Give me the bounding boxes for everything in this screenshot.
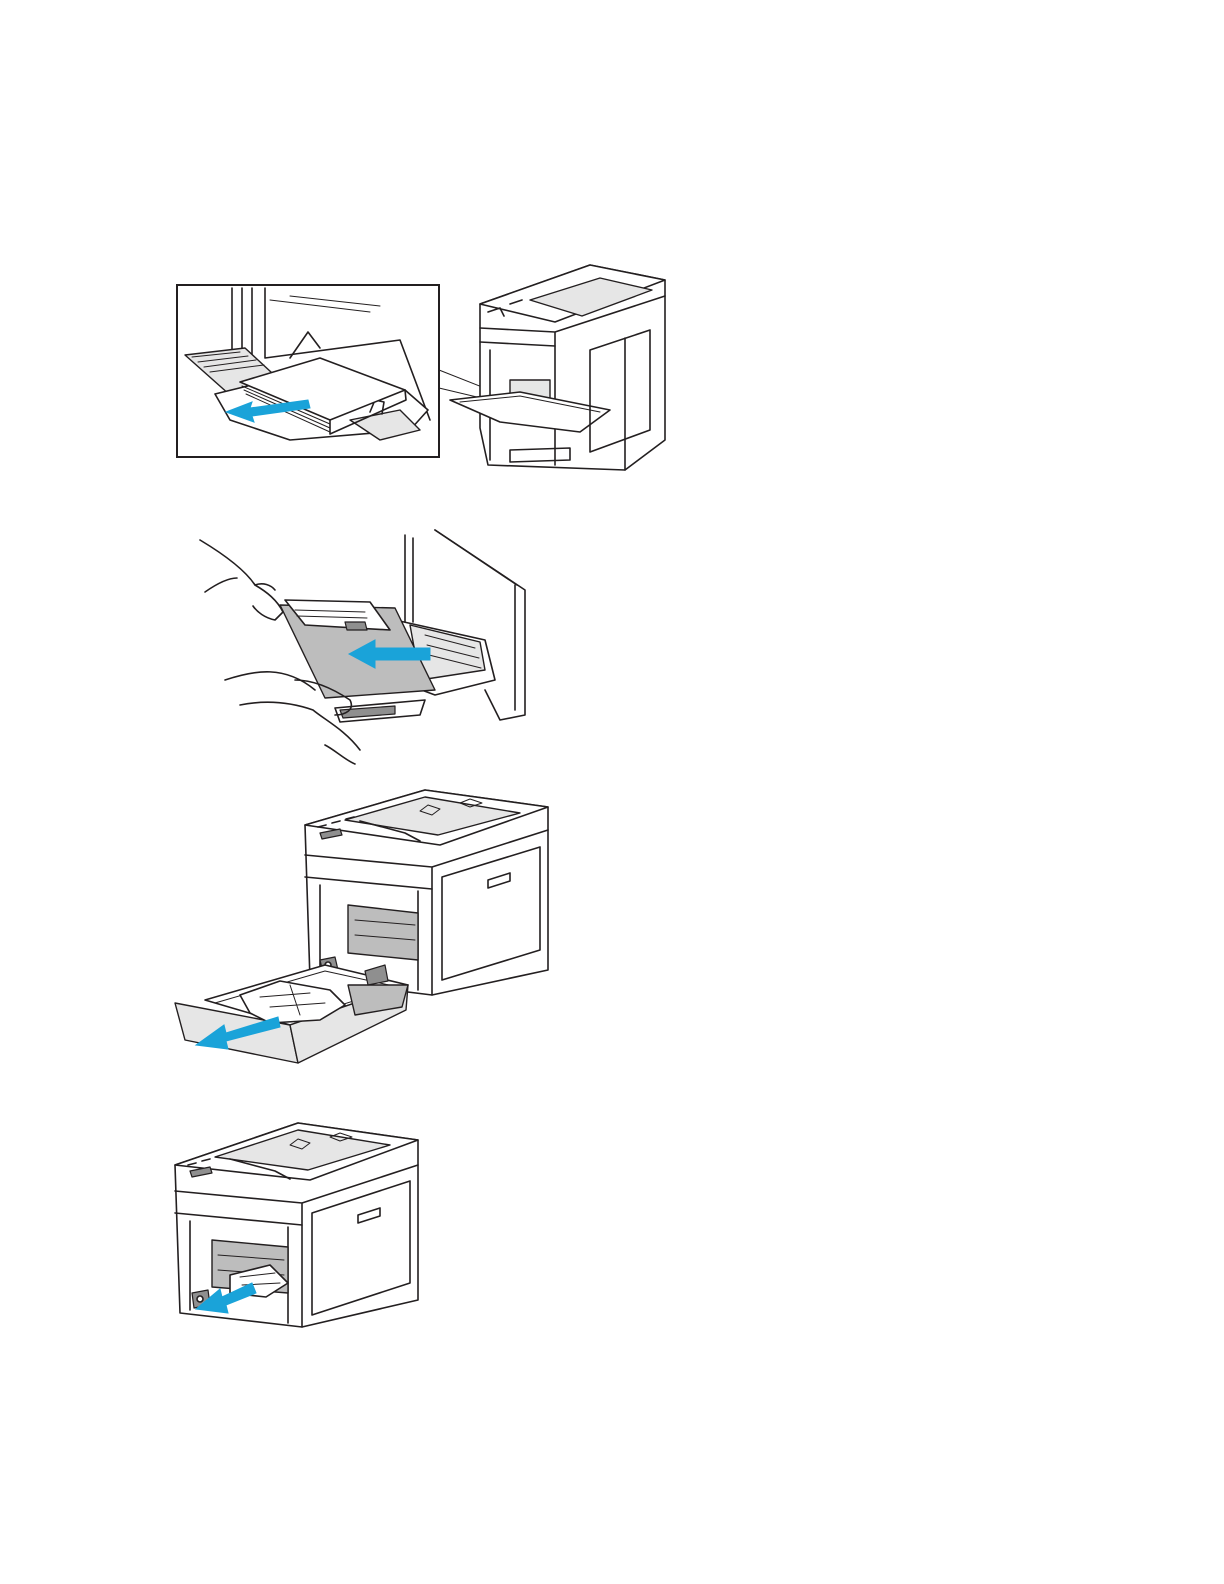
printer-small-illustration [450, 265, 665, 470]
printer-jam-illustration [170, 1115, 425, 1330]
figure-tray-jam [170, 785, 555, 1070]
tray-drawer [280, 600, 495, 722]
figure-bypass-tray [170, 260, 670, 475]
figure-remove-tray [195, 530, 535, 765]
figure-printer-jam [170, 1115, 425, 1330]
tray-jam-illustration [170, 785, 555, 1070]
remove-tray-illustration [195, 530, 535, 765]
bypass-tray-illustration [170, 260, 670, 475]
printer-illustration [305, 790, 548, 995]
